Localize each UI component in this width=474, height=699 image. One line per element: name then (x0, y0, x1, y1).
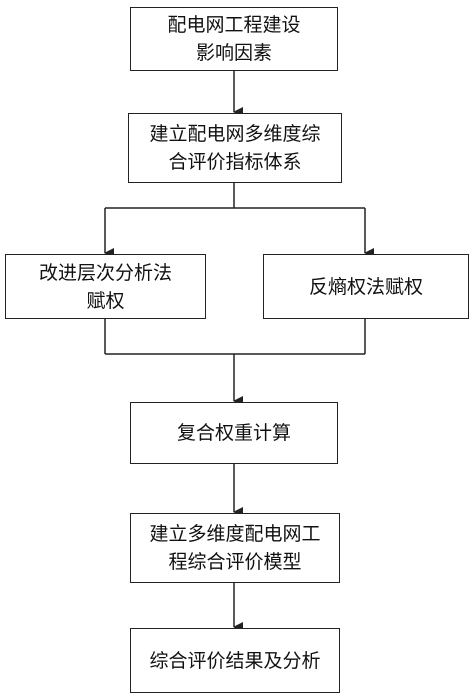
step-combined-weight-label: 复合权重计算 (176, 422, 291, 444)
step-evaluation-model-line1: 建立多维度配电网工 (149, 523, 321, 545)
branch-anti-entropy-label: 反熵权法赋权 (308, 275, 423, 298)
step-influencing-factors-line2: 影响因素 (195, 42, 272, 64)
step-influencing-factors: 配电网工程建设 影响因素 (130, 7, 338, 71)
step-results-analysis-label: 综合评价结果及分析 (149, 649, 321, 672)
step-influencing-factors-line1: 配电网工程建设 (167, 14, 301, 36)
step-evaluation-model-line2: 程综合评价模型 (168, 551, 302, 573)
step-indicator-system-line1: 建立配电网多维度综 (149, 123, 321, 145)
step-indicator-system-line2: 合评价指标体系 (168, 151, 302, 173)
step-indicator-system: 建立配电网多维度综 合评价指标体系 (128, 113, 342, 183)
branch-improved-ahp-line2: 赋权 (86, 289, 125, 312)
branch-anti-entropy: 反熵权法赋权 (263, 254, 469, 319)
step-results-analysis: 综合评价结果及分析 (130, 628, 340, 693)
branch-improved-ahp-line1: 改进层次分析法 (38, 261, 172, 284)
branch-improved-ahp: 改进层次分析法 赋权 (5, 254, 206, 319)
step-evaluation-model: 建立多维度配电网工 程综合评价模型 (130, 513, 340, 583)
step-combined-weight: 复合权重计算 (130, 402, 338, 464)
